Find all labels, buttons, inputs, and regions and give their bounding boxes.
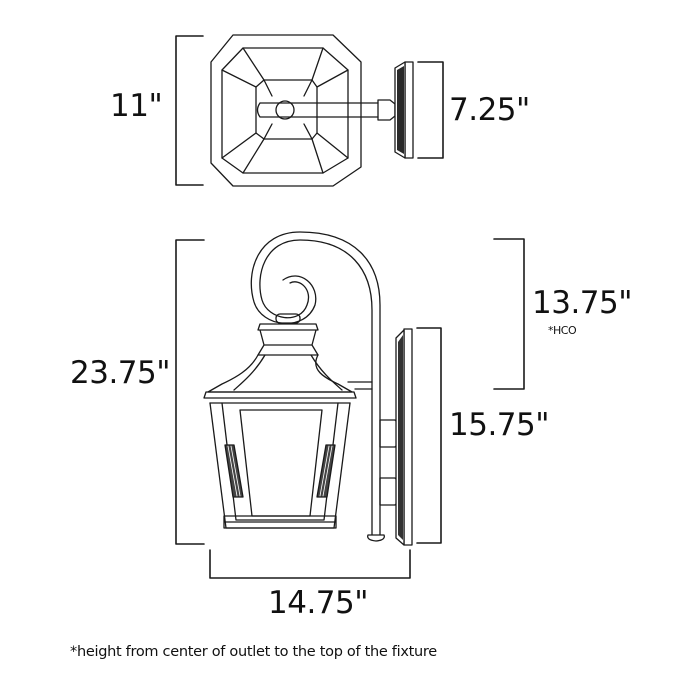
side-backplate <box>403 328 413 546</box>
fluted-panels <box>224 444 336 498</box>
top-frame-inner <box>221 47 349 174</box>
top-center-cap <box>275 100 295 120</box>
lantern-glass <box>239 409 323 517</box>
dimension-bracket-7-25 <box>417 61 444 159</box>
top-octagon-outer <box>210 34 362 187</box>
dimension-bracket-15-75 <box>416 327 442 544</box>
lantern-finial <box>275 313 301 324</box>
top-view <box>175 34 444 187</box>
scroll-arm <box>250 231 381 536</box>
dimension-bracket-13-75 <box>493 238 525 390</box>
side-view <box>175 231 525 579</box>
footnote: *height from center of outlet to the top… <box>70 644 437 660</box>
top-arm <box>256 102 379 118</box>
label-top-backplate: 7.25" <box>449 92 530 128</box>
top-backplate <box>404 61 414 159</box>
label-top-height: 11" <box>110 88 163 124</box>
lantern-roof <box>207 354 353 393</box>
label-hco: 13.75" <box>532 285 633 321</box>
lantern-bottom <box>223 515 337 529</box>
dimension-bracket-23-75 <box>175 239 205 545</box>
dimension-bracket-14-75 <box>209 549 411 579</box>
label-extension: 14.75" <box>268 585 369 621</box>
lantern-cap <box>257 323 319 356</box>
label-overall-height: 23.75" <box>70 355 171 391</box>
label-hco-note: *HCO <box>548 324 577 337</box>
label-backplate-height: 15.75" <box>449 407 550 443</box>
dimension-bracket-11 <box>175 35 204 186</box>
